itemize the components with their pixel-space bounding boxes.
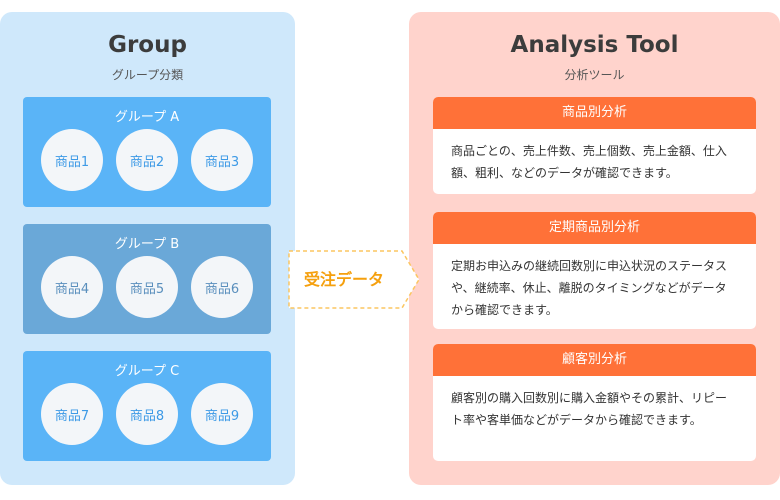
product-circle: 商品6 xyxy=(191,256,253,318)
product-circle: 商品8 xyxy=(116,383,178,445)
product-circle: 商品3 xyxy=(191,129,253,191)
analysis-panel: Analysis Tool 分析ツール 商品別分析 商品ごとの、売上件数、売上個… xyxy=(409,12,780,485)
group-label: グループ C xyxy=(114,364,180,379)
card-title: 商品別分析 xyxy=(433,97,756,129)
card-title: 顧客別分析 xyxy=(433,344,756,376)
arrow-outline-icon xyxy=(288,250,420,309)
group-a: グループ A 商品1 商品2 商品3 xyxy=(23,97,271,207)
card-body: 定期お申込みの継続回数別に申込状況のステータスや、継続率、休止、離脱のタイミング… xyxy=(451,259,728,317)
group-c: グループ C 商品7 商品8 商品9 xyxy=(23,351,271,461)
group-subtitle: グループ分類 xyxy=(111,68,184,82)
group-label: グループ A xyxy=(114,110,180,125)
product-circle: 商品4 xyxy=(41,256,103,318)
card-body: 商品ごとの、売上件数、売上個数、売上金額、仕入額、粗利、などのデータが確認できま… xyxy=(451,144,727,180)
analysis-title: Analysis Tool xyxy=(510,32,679,58)
product-circle: 商品5 xyxy=(116,256,178,318)
product-circle: 商品2 xyxy=(116,129,178,191)
analysis-card: 商品別分析 商品ごとの、売上件数、売上個数、売上金額、仕入額、粗利、などのデータ… xyxy=(433,97,756,194)
product-circle: 商品9 xyxy=(191,383,253,445)
order-data-label: 受注データ xyxy=(303,270,384,289)
group-label: グループ B xyxy=(114,237,180,252)
product-circle: 商品7 xyxy=(41,383,103,445)
group-title: Group xyxy=(108,32,187,58)
card-body: 顧客別の購入回数別に購入金額やその累計、リピート率や客単価などがデータから確認で… xyxy=(451,391,728,427)
group-b: グループ B 商品4 商品5 商品6 xyxy=(23,224,271,334)
card-title: 定期商品別分析 xyxy=(433,212,756,244)
analysis-card: 顧客別分析 顧客別の購入回数別に購入金額やその累計、リピート率や客単価などがデー… xyxy=(433,344,756,461)
order-data-arrow: 受注データ xyxy=(288,250,420,309)
analysis-card: 定期商品別分析 定期お申込みの継続回数別に申込状況のステータスや、継続率、休止、… xyxy=(433,212,756,329)
analysis-subtitle: 分析ツール xyxy=(564,68,625,82)
product-circle: 商品1 xyxy=(41,129,103,191)
